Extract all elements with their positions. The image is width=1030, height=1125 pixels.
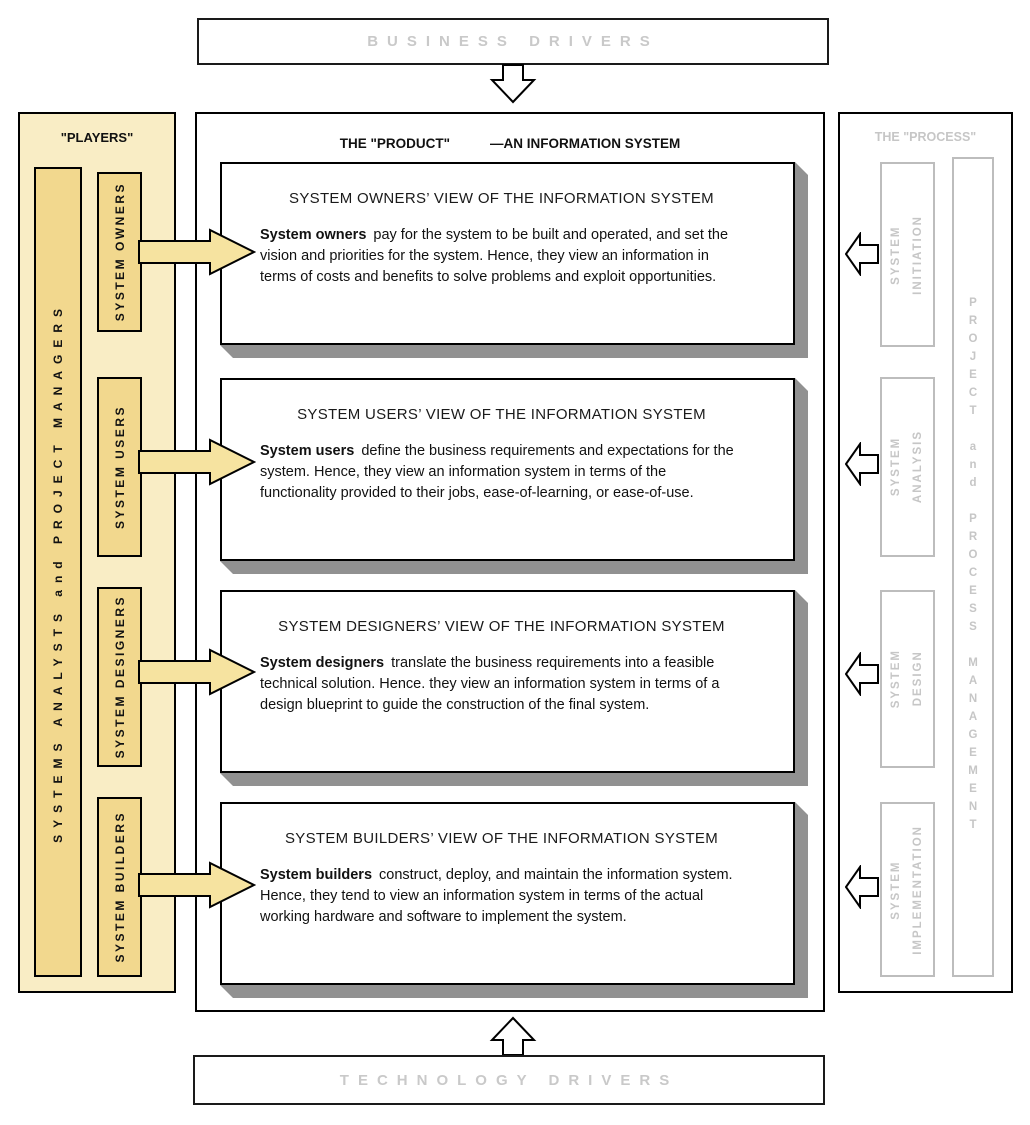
product-title: THE "PRODUCT" —AN INFORMATION SYSTEM — [197, 136, 823, 151]
initiation-arrow-icon — [845, 232, 879, 276]
implementation-arrow-icon — [845, 865, 879, 909]
phase-label: SYSTEM DESIGN — [889, 649, 924, 709]
view-text: construct, deploy, and maintain the info… — [260, 867, 733, 926]
view-lead: System designers — [260, 655, 385, 671]
view-system-builders: SYSTEM BUILDERS’ VIEW OF THE INFORMATION… — [220, 802, 808, 998]
players-title: "PLAYERS" — [60, 130, 134, 145]
process-title: THE "PROCESS" — [874, 130, 977, 144]
box-face: SYSTEM DESIGNERS’ VIEW OF THE INFORMATIO… — [220, 590, 795, 773]
box-face: SYSTEM OWNERS’ VIEW OF THE INFORMATION S… — [220, 162, 795, 345]
phase-label: SYSTEM ANALYSIS — [889, 430, 924, 504]
designers-arrow-icon — [138, 648, 256, 696]
role-system-designers: SYSTEM DESIGNERS — [97, 587, 142, 767]
design-arrow-icon — [845, 652, 879, 696]
role-label: SYSTEM BUILDERS — [112, 811, 127, 963]
product-panel: THE "PRODUCT" —AN INFORMATION SYSTEM SYS… — [195, 112, 825, 1012]
view-system-designers: SYSTEM DESIGNERS’ VIEW OF THE INFORMATIO… — [220, 590, 808, 786]
systems-analysts-bar: SYSTEMS ANALYSTS and PROJECT MANAGERS — [34, 167, 82, 977]
phase-label: SYSTEM INITIATION — [889, 214, 924, 295]
up-arrow-icon — [489, 1016, 537, 1056]
role-label: SYSTEM USERS — [112, 404, 127, 530]
view-lead: System users — [260, 443, 355, 459]
view-system-owners: SYSTEM OWNERS’ VIEW OF THE INFORMATION S… — [220, 162, 808, 358]
view-lead: System owners — [260, 227, 367, 243]
role-label: SYSTEM OWNERS — [112, 182, 127, 322]
phase-system-design: SYSTEM DESIGN — [880, 590, 935, 768]
view-system-users: SYSTEM USERS’ VIEW OF THE INFORMATION SY… — [220, 378, 808, 574]
business-drivers-box: BUSINESS DRIVERS — [197, 18, 829, 65]
product-title-right: —AN INFORMATION SYSTEM — [490, 136, 681, 151]
phase-system-implementation: SYSTEM IMPLEMENTATION — [880, 802, 935, 977]
view-heading: SYSTEM BUILDERS’ VIEW OF THE INFORMATION… — [284, 830, 719, 847]
process-panel: THE "PROCESS" SYSTEM INITIATION SYSTEM A… — [838, 112, 1013, 993]
owners-arrow-icon — [138, 228, 256, 276]
view-heading: SYSTEM DESIGNERS’ VIEW OF THE INFORMATIO… — [278, 618, 725, 635]
business-drivers-label: BUSINESS DRIVERS — [367, 33, 659, 50]
builders-arrow-icon — [138, 861, 256, 909]
users-arrow-icon — [138, 438, 256, 486]
technology-drivers-box: TECHNOLOGY DRIVERS — [193, 1055, 825, 1105]
technology-drivers-label: TECHNOLOGY DRIVERS — [339, 1071, 679, 1089]
role-system-builders: SYSTEM BUILDERS — [97, 797, 142, 977]
box-face: SYSTEM USERS’ VIEW OF THE INFORMATION SY… — [220, 378, 795, 561]
view-heading: SYSTEM OWNERS’ VIEW OF THE INFORMATION S… — [289, 190, 714, 207]
project-process-management-box: PROJECT and PROCESS MANAGEMENT — [952, 157, 994, 977]
view-text: define the business requirements and exp… — [260, 443, 734, 502]
phase-system-initiation: SYSTEM INITIATION — [880, 162, 935, 347]
product-title-left: THE "PRODUCT" — [339, 136, 451, 151]
view-lead: System builders — [260, 867, 373, 883]
role-system-owners: SYSTEM OWNERS — [97, 172, 142, 332]
phase-label: SYSTEM IMPLEMENTATION — [889, 824, 924, 955]
box-face: SYSTEM BUILDERS’ VIEW OF THE INFORMATION… — [220, 802, 795, 985]
view-heading: SYSTEM USERS’ VIEW OF THE INFORMATION SY… — [297, 406, 706, 423]
analysis-arrow-icon — [845, 442, 879, 486]
project-process-management-label: PROJECT and PROCESS MANAGEMENT — [967, 297, 979, 837]
phase-system-analysis: SYSTEM ANALYSIS — [880, 377, 935, 557]
role-label: SYSTEM DESIGNERS — [112, 595, 127, 759]
view-text: pay for the system to be built and opera… — [260, 227, 729, 286]
view-text: translate the business requirements into… — [260, 655, 720, 714]
systems-analysts-label: SYSTEMS ANALYSTS and PROJECT MANAGERS — [51, 301, 65, 843]
down-arrow-icon — [489, 64, 537, 104]
role-system-users: SYSTEM USERS — [97, 377, 142, 557]
